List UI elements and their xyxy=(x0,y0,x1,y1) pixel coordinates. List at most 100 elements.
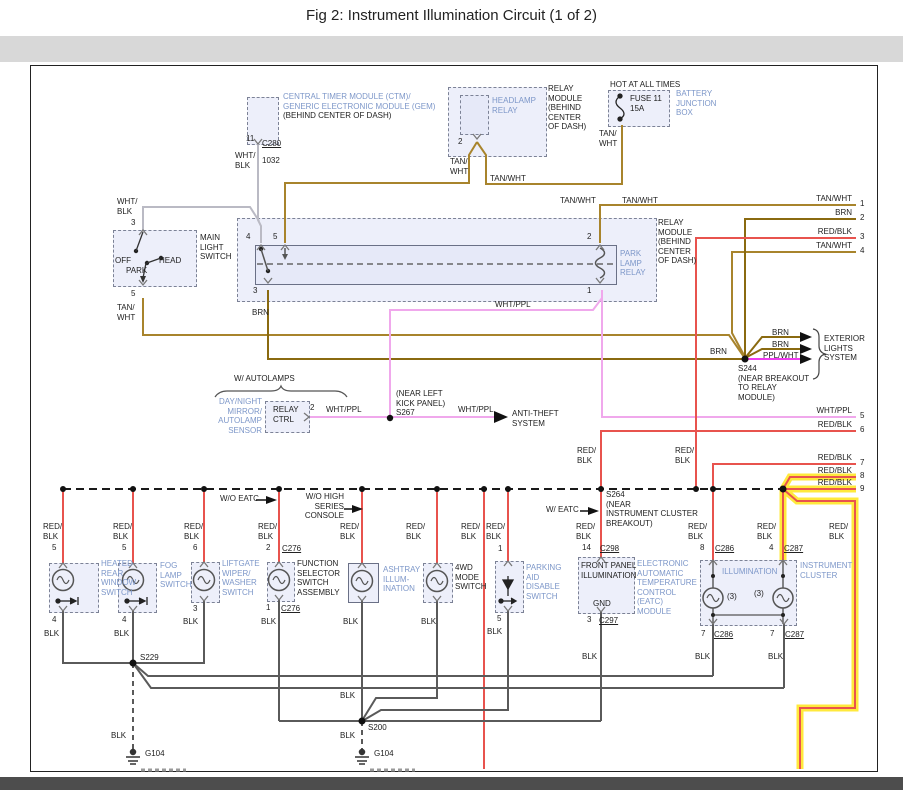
splice-dot-s229 xyxy=(129,659,137,667)
gnd-label: GND xyxy=(593,599,611,608)
exterior-brace xyxy=(812,328,827,380)
wire-segment xyxy=(62,611,133,664)
splice-dot xyxy=(130,486,136,492)
splice-dot xyxy=(481,486,487,492)
wire-segment xyxy=(600,430,856,489)
lamp-icon xyxy=(51,568,75,592)
exit-label-1: TAN/WHT xyxy=(816,194,852,203)
wire-segment xyxy=(132,662,784,689)
connector-c287: C287 xyxy=(785,630,805,639)
wire-label-blk: BLK xyxy=(487,627,503,636)
relay-pin2: 2 xyxy=(587,232,592,241)
parking-aid-label: PARKING AID DISABLE SWITCH xyxy=(526,563,562,601)
option-w-eatc: W/ EATC xyxy=(546,505,579,514)
wire-segment xyxy=(257,143,262,243)
pin-label: 5 xyxy=(497,614,502,623)
exit-num-7: 7 xyxy=(860,458,865,467)
fuse-label: FUSE 11 15A xyxy=(630,94,662,113)
relay-coil xyxy=(594,247,606,279)
fuse-symbol xyxy=(615,93,625,122)
connector-c276: C276 xyxy=(282,544,302,553)
autolamps-brace xyxy=(214,384,348,398)
lamp-icon xyxy=(425,569,449,593)
bulb-count-label: (3) xyxy=(727,592,737,601)
connector-c287: C287 xyxy=(784,544,804,553)
exit-num-2: 2 xyxy=(860,213,865,222)
pin-label: 5 xyxy=(122,543,127,552)
wire-label-red-blk: RED/ BLK xyxy=(675,446,695,465)
title-divider-band xyxy=(0,36,903,62)
exit-label-2: BRN xyxy=(835,208,852,217)
relay-ctrl-pin: 2 xyxy=(310,403,315,412)
connector-c298: C298 xyxy=(600,544,620,553)
pin-label: 7 xyxy=(770,629,775,638)
splice-dot xyxy=(693,486,699,492)
wire-label-blk: BLK xyxy=(44,629,60,638)
relay-ctrl-label: RELAY CTRL xyxy=(273,405,299,424)
relay-module-label: RELAY MODULE (BEHIND CENTER OF DASH) xyxy=(658,218,697,265)
ctm-label: CENTRAL TIMER MODULE (CTM)/ GENERIC ELEC… xyxy=(283,92,436,111)
ground-g104-right xyxy=(355,748,415,772)
pin-chevrons xyxy=(58,133,789,625)
exit-label-7: RED/BLK xyxy=(817,453,852,462)
ground-dot xyxy=(129,748,137,756)
splice-dot xyxy=(710,486,716,492)
wire-segment xyxy=(782,488,856,769)
ground-g104-left xyxy=(126,748,186,772)
ashtray-label: ASHTRAY ILLUM- INATION xyxy=(383,565,421,593)
fog-lamp-label: FOG LAMP SWITCH xyxy=(160,561,192,589)
wire-segment xyxy=(712,463,856,489)
option-wo-high-series: W/O HIGH SERIES CONSOLE xyxy=(304,492,344,520)
wire-label-red-blk: RED/ BLK xyxy=(576,522,596,541)
fourwd-label: 4WD MODE SWITCH xyxy=(455,563,487,591)
wire-segment xyxy=(284,141,478,243)
battery-junction-box-label: BATTERY JUNCTION BOX xyxy=(676,89,717,117)
splice-dot-s200 xyxy=(358,717,366,725)
relay-pin5: 5 xyxy=(273,232,278,241)
connector-c286: C286 xyxy=(715,544,735,553)
wire-label-blk: BLK xyxy=(111,731,127,740)
pin-label: 6 xyxy=(193,543,198,552)
connector-c297: C297 xyxy=(599,616,619,625)
splice-s264-note: S264 (NEAR INSTRUMENT CLUSTER BREAKOUT) xyxy=(606,490,698,528)
wire-label-blk: BLK xyxy=(183,617,199,626)
main-light-switch-box xyxy=(113,230,197,287)
ctm-pin: 11 xyxy=(246,134,255,143)
wire-segment xyxy=(601,290,856,418)
mls-off: OFF xyxy=(115,256,131,265)
exit-num-4: 4 xyxy=(860,246,865,255)
exit-num-3: 3 xyxy=(860,232,865,241)
pin-label: 14 xyxy=(582,543,591,552)
exit-label-6: RED/BLK xyxy=(817,420,852,429)
w-eatc-arrow xyxy=(588,507,599,515)
park-lamp-relay-label: PARK LAMP RELAY xyxy=(620,249,646,277)
pin-label: 2 xyxy=(266,543,271,552)
relay-ctrl-box xyxy=(265,401,310,433)
wire-label-blk: BLK xyxy=(114,629,130,638)
splice-dot xyxy=(505,486,511,492)
option-w-autolamps: W/ AUTOLAMPS xyxy=(234,374,295,383)
wire-label-wht-blk: WHT/ BLK xyxy=(235,151,256,170)
splice-dot-s244 xyxy=(741,355,749,363)
splice-dots xyxy=(60,355,787,725)
day-night-mirror-label: DAY/NIGHT MIRROR/ AUTOLAMP SENSOR xyxy=(218,397,262,435)
main-light-switch-label: MAIN LIGHT SWITCH xyxy=(200,233,232,261)
exit-label-3: RED/BLK xyxy=(817,227,852,236)
wire-label-wht-ppl: WHT/PPL xyxy=(495,300,531,309)
splice-dot-s267 xyxy=(386,414,394,422)
wo-eatc-arrow xyxy=(266,496,277,504)
red-blk-wires xyxy=(62,237,856,769)
wire-label-red-blk: RED/ BLK xyxy=(184,522,204,541)
ground-g104-label: G104 xyxy=(374,749,394,758)
wire-label-brn: BRN xyxy=(772,340,789,349)
lamp-icon xyxy=(350,569,374,593)
splice-dot-s264 xyxy=(598,486,604,492)
exterior-arrow xyxy=(800,354,812,364)
pin-label: 7 xyxy=(701,629,706,638)
wire-segment xyxy=(362,601,438,720)
relay-module-label: RELAY MODULE (BEHIND CENTER OF DASH) xyxy=(548,84,587,131)
wire-label-ppl-wht: PPL/WHT xyxy=(763,351,799,360)
switch-arm xyxy=(146,257,162,264)
instrument-cluster-label: INSTRUMENT CLUSTER xyxy=(800,561,853,580)
exit-label-4: TAN/WHT xyxy=(816,241,852,250)
